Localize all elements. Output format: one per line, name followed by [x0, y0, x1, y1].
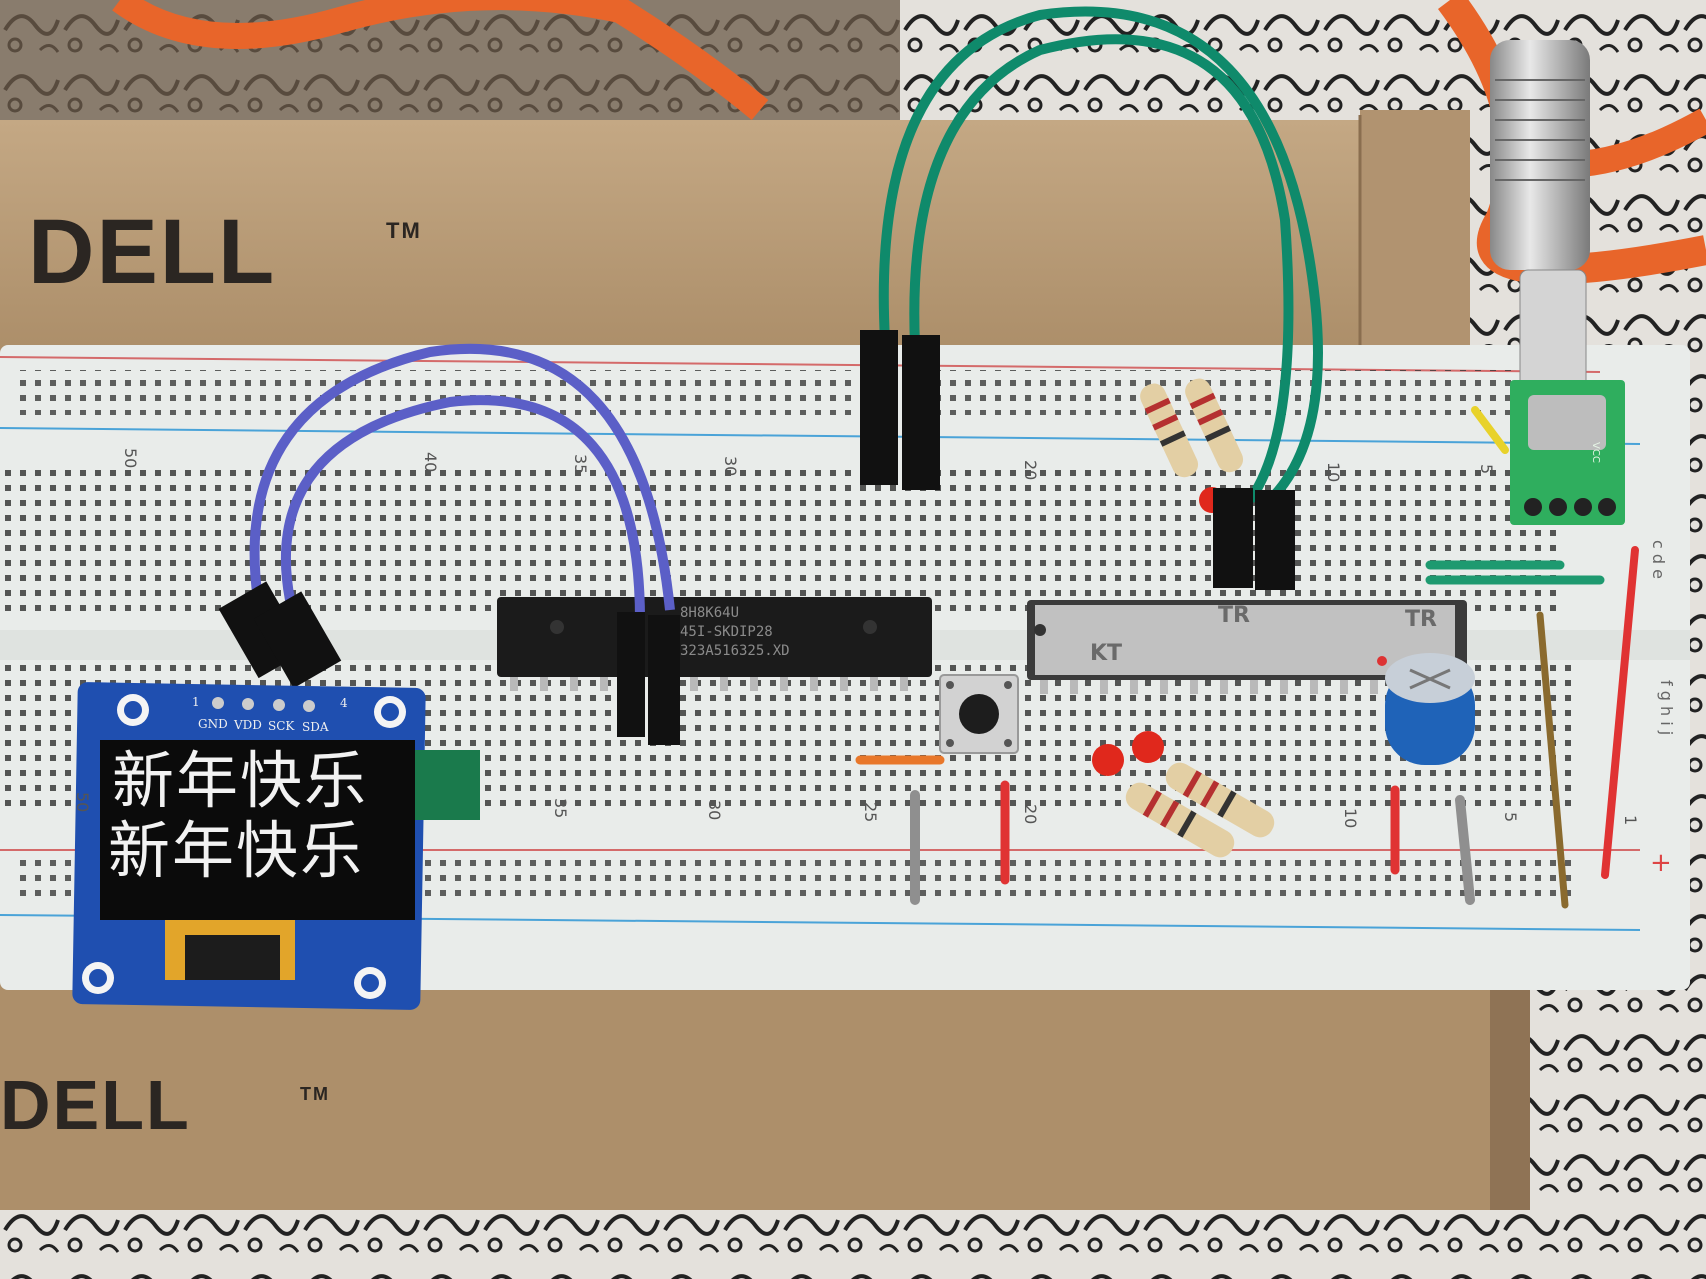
resistor-pair-lower [1125, 762, 1275, 858]
column-number-30-lower: 30 [705, 800, 724, 821]
column-number-5-lower: 5 [1501, 812, 1520, 823]
column-number-20-upper: 20 [1021, 460, 1040, 481]
column-number-40-upper: 40 [421, 452, 440, 473]
cardboard-box-bottom [0, 980, 1490, 1210]
chip-right-mark-2: TR [1405, 607, 1437, 632]
column-number-35-upper: 35 [571, 454, 590, 475]
trademark-bottom: TM [300, 1084, 330, 1104]
oled-pin-sck: SCK [268, 719, 295, 733]
chip-left-marking-1: 8H8K64U [680, 605, 740, 621]
short-jumper-wires [855, 406, 1639, 909]
chip-left-marking-3: 323A516325.XD [680, 643, 790, 659]
column-number-5-upper: 5 [1477, 464, 1496, 475]
dell-logo-bottom: DELL [0, 1066, 191, 1144]
electrolytic-capacitor [1385, 653, 1475, 765]
red-leds [1092, 487, 1225, 776]
chip-right-mark-3: KT [1090, 641, 1123, 666]
column-number-25-lower: 25 [861, 802, 880, 823]
oled-module [72, 682, 480, 1010]
orange-cable [112, 0, 769, 120]
column-number-20-lower: 20 [1021, 804, 1040, 825]
row-letters-upper: c d e [1649, 540, 1668, 579]
dell-logo-top: DELL [28, 201, 277, 303]
column-number-50-upper: 50 [121, 448, 140, 469]
oled-pin-gnd: GND [198, 717, 228, 731]
microcontroller-chip-left [497, 597, 932, 691]
oled-pin-sda: SDA [302, 720, 329, 734]
usb-c-breakout-board [1510, 380, 1625, 525]
column-number-10-upper: 10 [1324, 462, 1343, 483]
column-number-10-lower: 10 [1341, 808, 1360, 829]
rail-plus-sign: + [1650, 848, 1672, 878]
oled-pin-last: 4 [340, 696, 348, 710]
trademark-top: TM [386, 218, 422, 243]
column-number-1-lower: 1 [1621, 815, 1640, 826]
blue-dupont-wires[interactable] [218, 343, 680, 745]
oled-pin-vdd: VDD [234, 718, 262, 732]
column-number-35-lower: 35 [551, 798, 570, 819]
oled-line-2: 新年快乐 [108, 814, 365, 887]
column-number-30-upper: 30 [721, 456, 740, 477]
chip-right-mark-1: TR [1218, 603, 1250, 628]
resistor-pair-upper [1140, 378, 1244, 478]
chip-left-marking-2: 45I-SKDIP28 [680, 624, 773, 640]
column-number-50-lower: 50 [73, 792, 92, 813]
green-dupont-wires[interactable] [860, 6, 1323, 590]
push-button[interactable] [939, 674, 1019, 754]
oled-pin-first: 1 [192, 695, 200, 709]
cardboard-box-top [0, 120, 1460, 380]
chip-right [1027, 600, 1467, 694]
row-letters-lower: f g h i j [1657, 680, 1676, 736]
usb-board-label: VCC [1590, 442, 1601, 463]
oled-line-1: 新年快乐 [112, 744, 369, 817]
